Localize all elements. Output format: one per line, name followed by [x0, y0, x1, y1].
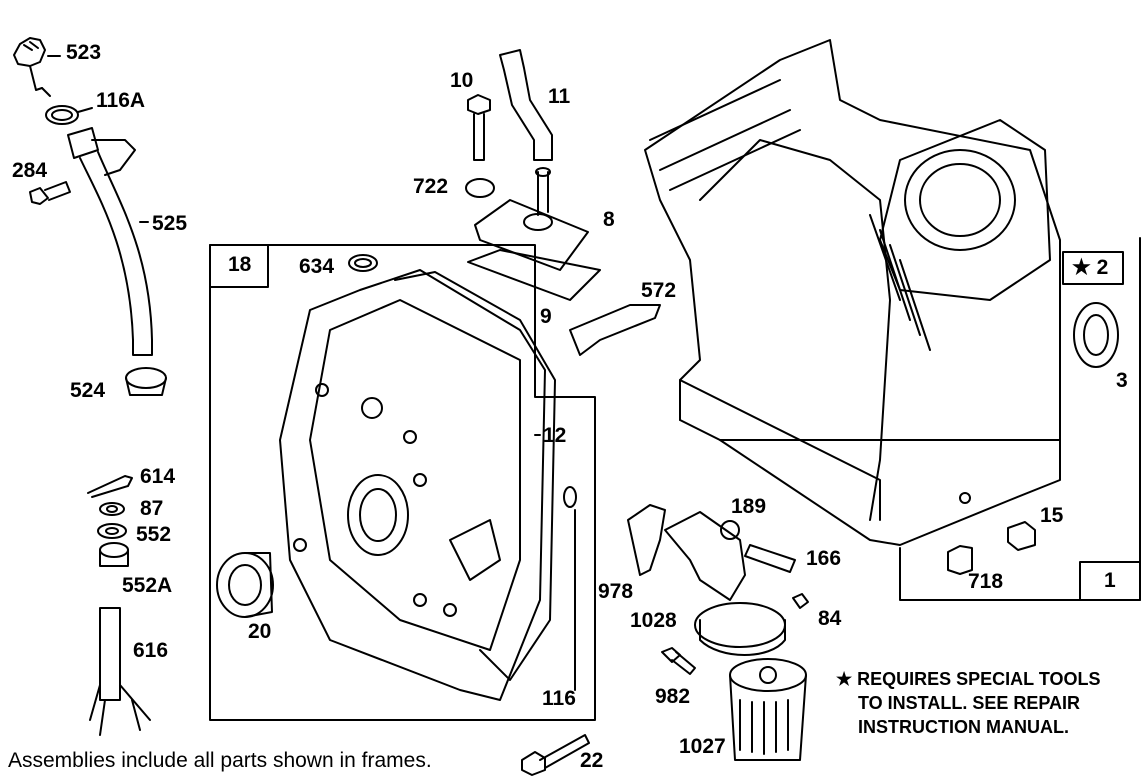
plug-84 — [792, 593, 809, 609]
washer-87 — [99, 502, 125, 516]
label-15: 15 — [1040, 504, 1064, 527]
label-116a: 116A — [96, 89, 146, 112]
cover-assembly-frame — [209, 244, 596, 721]
breather-gasket-9 — [467, 249, 601, 301]
special-tools-note-line3: INSTRUCTION MANUAL. — [858, 717, 1069, 737]
label-166: 166 — [806, 547, 842, 570]
breather-tube-11 — [499, 49, 553, 161]
plug-15 — [1007, 521, 1036, 551]
governor-shaft-616 — [89, 607, 151, 736]
label-12: 12 — [543, 424, 567, 447]
special-tools-note-line2: TO INSTALL. SEE REPAIR — [858, 693, 1081, 713]
label-523: 523 — [66, 41, 102, 64]
label-3: 3 — [1116, 369, 1128, 392]
washer-552 — [97, 523, 127, 539]
label-978: 978 — [598, 580, 634, 603]
label-982: 982 — [655, 685, 691, 708]
assemblies-footnote: Assemblies include all parts shown in fr… — [8, 749, 432, 772]
oil-filter-1027 — [729, 658, 807, 761]
pin-116 — [563, 486, 577, 691]
dipstick-cap-523 — [13, 37, 51, 97]
frame-label-special-2: ★ 2 — [1072, 256, 1109, 279]
frame-label-18: 18 — [228, 253, 252, 276]
frame-label-1: 1 — [1104, 569, 1116, 592]
leader-116a — [77, 107, 93, 113]
label-20: 20 — [248, 620, 272, 643]
label-525: 525 — [152, 212, 188, 235]
label-572: 572 — [641, 279, 677, 302]
crankcase-assembly-frame — [899, 237, 1141, 601]
label-22: 22 — [580, 749, 604, 772]
bolt-284 — [29, 181, 71, 205]
crankcase-1 — [644, 39, 1061, 546]
washer-189 — [720, 520, 740, 540]
special-tools-note-line1: ★ REQUIRES SPECIAL TOOLS — [836, 669, 1101, 689]
label-614: 614 — [140, 465, 176, 488]
label-284: 284 — [12, 159, 48, 182]
label-8: 8 — [603, 208, 615, 231]
label-552: 552 — [136, 523, 172, 546]
seal-634 — [348, 254, 378, 272]
label-722: 722 — [413, 175, 449, 198]
seal-524 — [125, 367, 167, 396]
gasket-722 — [465, 178, 495, 198]
label-189: 189 — [731, 495, 767, 518]
filter-adapter-1028 — [664, 511, 786, 656]
seal-20 — [216, 552, 274, 618]
label-84: 84 — [818, 607, 842, 630]
cotter-pin-614 — [87, 475, 133, 498]
label-87: 87 — [140, 497, 164, 520]
screw-10 — [467, 94, 491, 161]
o-ring-116a — [45, 105, 79, 125]
pin-718 — [947, 545, 973, 575]
bushing-552a — [99, 542, 129, 567]
dipstick-tube-525 — [67, 127, 153, 356]
bolt-22 — [521, 734, 590, 776]
breather-cover-8 — [474, 167, 589, 271]
gasket-978 — [627, 504, 666, 576]
label-1027: 1027 — [679, 735, 726, 758]
label-116: 116 — [542, 687, 576, 710]
label-718: 718 — [968, 570, 1004, 593]
label-1028: 1028 — [630, 609, 677, 632]
nipple-166 — [744, 544, 796, 573]
gasket-12 — [394, 271, 556, 681]
label-552a: 552A — [122, 574, 173, 597]
crankcase-cover-18 — [279, 269, 546, 701]
label-9: 9 — [540, 305, 552, 328]
label-616: 616 — [133, 639, 169, 662]
label-634: 634 — [299, 255, 335, 278]
label-524: 524 — [70, 379, 106, 402]
label-11: 11 — [548, 85, 571, 108]
label-10: 10 — [450, 69, 474, 92]
seal-3 — [1073, 302, 1119, 368]
bracket-572 — [569, 304, 661, 356]
screw-982 — [661, 647, 696, 675]
